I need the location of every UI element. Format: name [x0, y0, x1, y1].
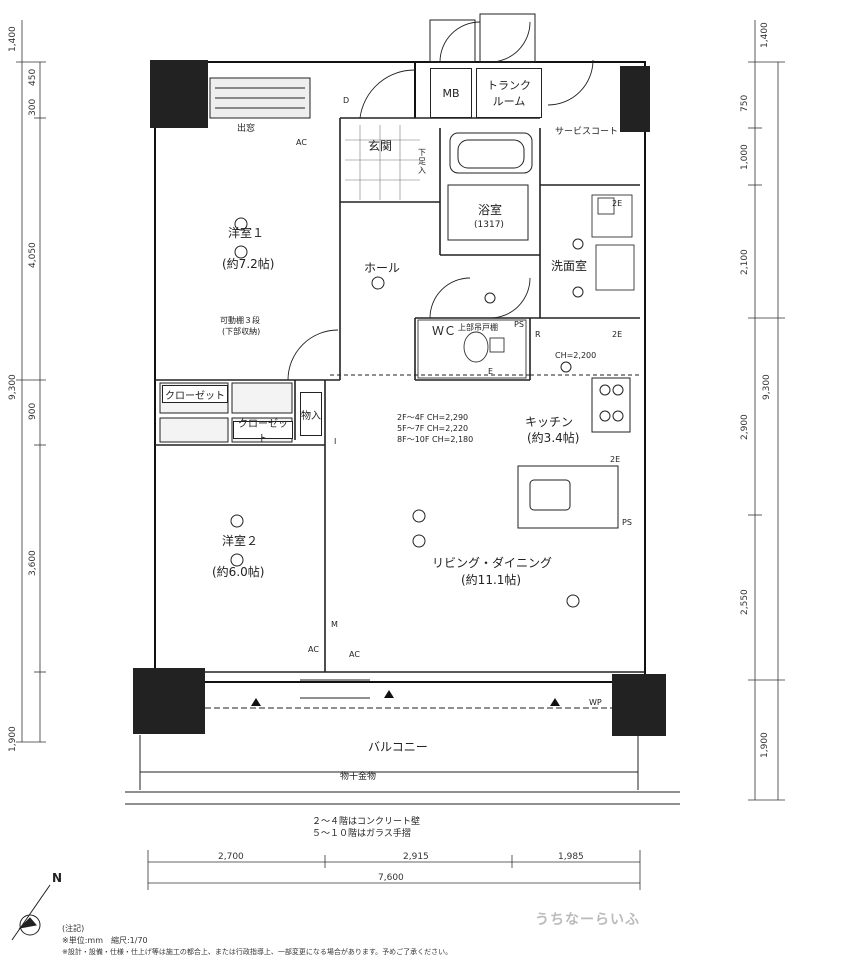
- ac-label-3: AC: [349, 650, 360, 659]
- compass-north-label: N: [52, 871, 63, 885]
- storage-label: 物入: [300, 392, 322, 436]
- ze-label-2: 2E: [612, 330, 623, 339]
- dim-left-4: 9,300: [8, 374, 18, 400]
- trunk-room-label: トランク ルーム: [476, 68, 542, 118]
- kitchen-label: キッチン: [525, 415, 574, 429]
- bathroom-size: (1317): [474, 220, 504, 230]
- ac-label-2: AC: [308, 645, 319, 654]
- note-unit: ※単位:mm 縮尺:1/70: [62, 936, 148, 945]
- ceiling-height-2: 5F～7F CH=2,220: [397, 424, 469, 433]
- balcony-label: バルコニー: [368, 740, 428, 754]
- dim-right-7: 1,900: [760, 732, 770, 758]
- balcony-note-2: ５～１０階はガラス手摺: [312, 829, 411, 839]
- ze-label-1: 2E: [612, 199, 623, 208]
- dim-right-2: 1,000: [740, 144, 750, 170]
- m-label: M: [331, 620, 338, 629]
- dim-bottom-2: 1,985: [558, 852, 584, 862]
- dim-right-4: 9,300: [762, 374, 772, 400]
- western-room-1-name: 洋室１: [228, 226, 265, 240]
- ps-label-1: PS: [514, 320, 524, 329]
- bathroom-label: 浴室: [478, 203, 503, 217]
- shoebox-label: 下足入: [418, 148, 426, 176]
- dim-bottom-1: 2,915: [403, 852, 429, 862]
- upper-shelf-label: 上部吊戸棚: [458, 323, 498, 332]
- wp-label: WP: [589, 698, 602, 707]
- i-label: I: [334, 437, 337, 446]
- western-room-2-name: 洋室２: [222, 534, 259, 548]
- closet-2-label: クローゼット: [233, 419, 293, 445]
- ze-label-3: 2E: [610, 455, 621, 464]
- movable-shelf-label: 可動棚３段: [220, 316, 260, 325]
- balcony-note-1: ２～４階はコンクリート壁: [312, 817, 421, 827]
- dim-bottom-0: 2,700: [218, 852, 244, 862]
- dim-right-6: 2,550: [740, 589, 750, 615]
- western-room-1-size: (約7.2帖): [222, 257, 275, 271]
- note-design: ※設計・設備・仕様・仕上げ等は施工の都合上、または行政指導上、一部変更になる場合…: [62, 948, 453, 956]
- r-label: R: [535, 330, 541, 339]
- dim-right-0: 1,400: [760, 22, 770, 48]
- dim-left-1: 450: [28, 68, 38, 86]
- washroom-label: 洗面室: [551, 259, 588, 273]
- hall-label: ホール: [364, 261, 401, 275]
- d-label: D: [343, 96, 350, 105]
- window-label: 出窓: [237, 124, 256, 134]
- dim-left-7: 1,900: [8, 726, 18, 752]
- ldk-size: (約11.1帖): [461, 573, 522, 587]
- dim-left-6: 3,600: [28, 550, 38, 576]
- dim-right-5: 2,900: [740, 414, 750, 440]
- entrance-label: 玄関: [368, 139, 393, 153]
- ac-label-1: AC: [296, 138, 307, 147]
- dim-right-3: 2,100: [740, 249, 750, 275]
- ps-label-2: PS: [622, 518, 632, 527]
- dim-bottom-3: 7,600: [378, 873, 404, 883]
- dim-left-5: 900: [28, 402, 38, 420]
- dim-left-0: 1,400: [8, 26, 18, 52]
- notes-title: (注記): [62, 924, 85, 933]
- dim-left-3: 4,050: [28, 242, 38, 268]
- watermark-logo: うちなーらいふ: [535, 912, 640, 928]
- ldk-label: リビング・ダイニング: [432, 556, 553, 570]
- closet-1-label: クローゼット: [162, 385, 228, 403]
- dim-left-2: 300: [28, 98, 38, 116]
- wc-label: ＷＣ: [432, 324, 457, 338]
- mb-label: MB: [430, 68, 472, 118]
- service-court-label: サービスコート: [555, 127, 619, 137]
- ch-kitchen-label: CH=2,200: [555, 351, 597, 360]
- ceiling-height-1: 2F～4F CH=2,290: [397, 413, 469, 422]
- movable-shelf-sub: (下部収納): [222, 327, 261, 336]
- dim-right-1: 750: [740, 94, 750, 112]
- western-room-2-size: (約6.0帖): [212, 565, 265, 579]
- e-label: E: [488, 367, 494, 376]
- kitchen-size: (約3.4帖): [527, 431, 580, 445]
- drying-rack-label: 物干金物: [340, 772, 377, 782]
- ceiling-height-3: 8F～10F CH=2,180: [397, 435, 474, 444]
